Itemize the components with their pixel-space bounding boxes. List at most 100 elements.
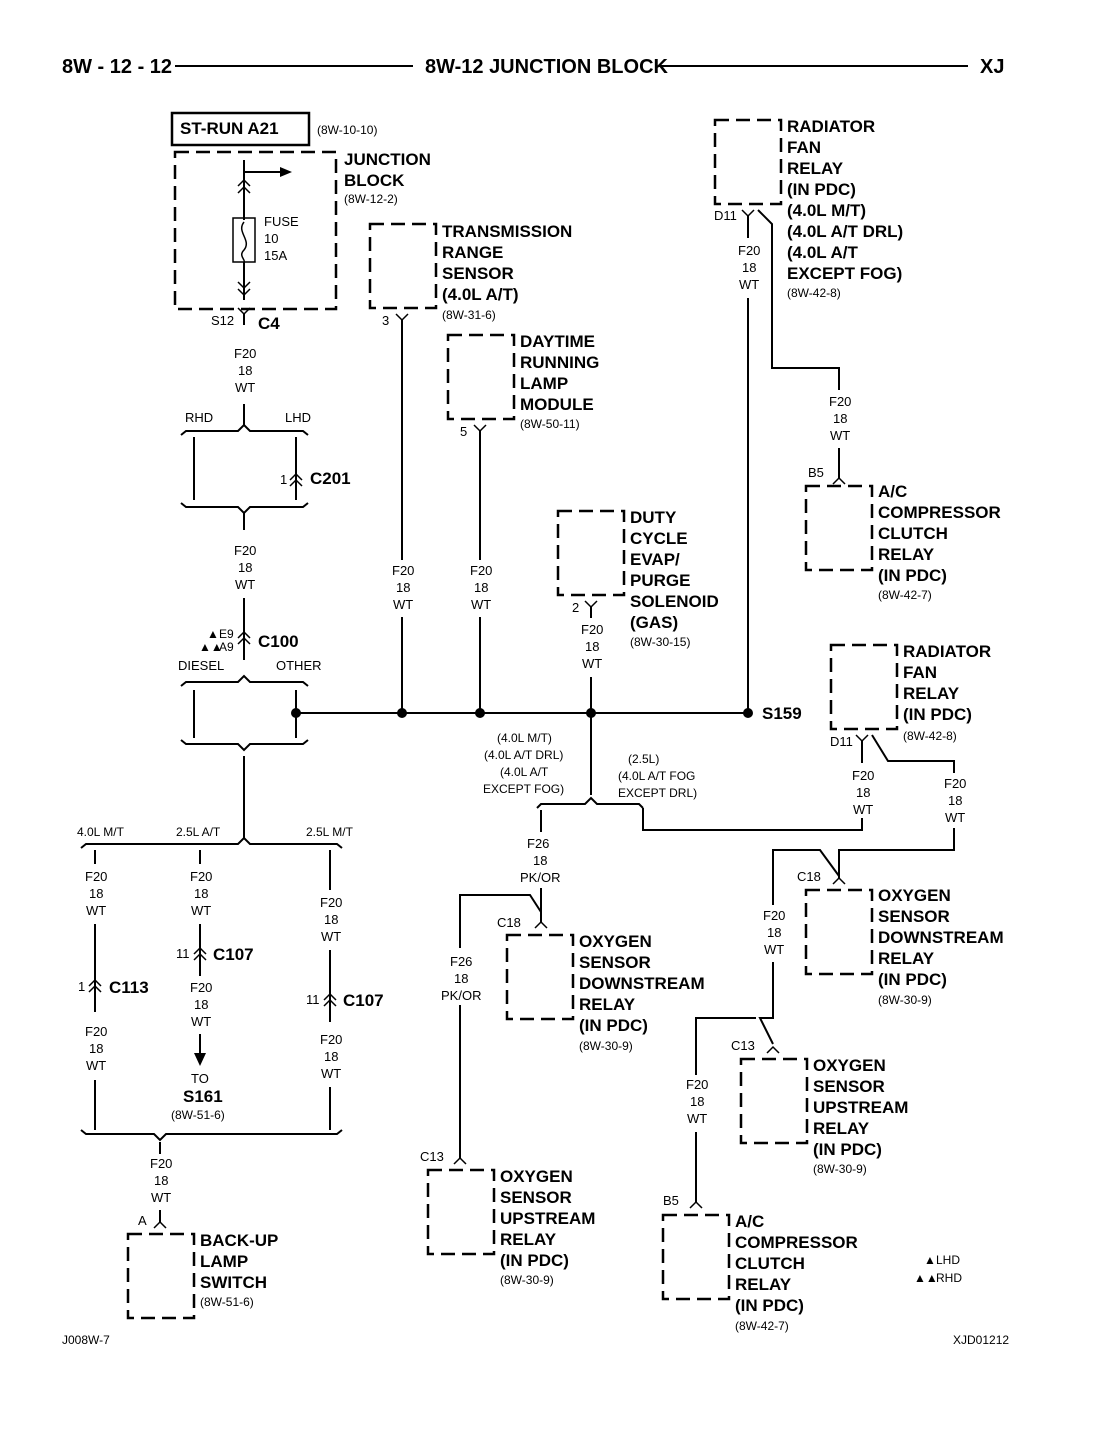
evap-label-5: SOLENOID (630, 592, 719, 611)
o2dn-label-3: DOWNSTREAM (579, 974, 705, 993)
drl-label-4: MODULE (520, 395, 594, 414)
backup-ref: (8W-51-6) (200, 1295, 254, 1309)
s159-label: S159 (762, 704, 802, 723)
wire-gauge: 18 (89, 886, 103, 901)
ac2-label-5: (IN PDC) (735, 1296, 804, 1315)
splice-dot (291, 708, 301, 718)
page-title: 8W-12 JUNCTION BLOCK (425, 56, 669, 78)
figure-number: J008W-7 (62, 1333, 110, 1347)
splice-brace-bottom (180, 739, 309, 752)
engine-label-c: 2.5L M/T (306, 825, 354, 839)
fuse-number: 10 (264, 231, 278, 246)
o2dn-right-ref: (8W-30-9) (878, 993, 932, 1007)
c100-a9: A9 (219, 640, 234, 654)
ac1-pin: B5 (808, 465, 824, 480)
drl-label-3: LAMP (520, 374, 568, 393)
o2dn-right-label-5: (IN PDC) (878, 970, 947, 989)
drl-pin: 5 (460, 424, 467, 439)
evap-ref: (8W-30-15) (630, 635, 690, 649)
wire-code: F20 (190, 869, 212, 884)
wire-gauge: 18 (194, 997, 208, 1012)
vehicle-code: XJ (980, 56, 1004, 78)
drl-label-2: RUNNING (520, 353, 599, 372)
wire-gauge: 18 (474, 580, 488, 595)
wire-code: F20 (85, 1024, 107, 1039)
wire-gauge: 18 (324, 1049, 338, 1064)
c113-connector: C113 (109, 978, 149, 997)
rad1-box (713, 118, 783, 206)
backup-label-3: SWITCH (200, 1273, 267, 1292)
splice-brace-top (180, 423, 309, 436)
o2dn-right-label-3: DOWNSTREAM (878, 928, 1004, 947)
c113-pin: 1 (78, 979, 85, 994)
engine-label-a: 4.0L M/T (77, 825, 125, 839)
s161-name: S161 (183, 1087, 223, 1106)
o2up-label-2: SENSOR (500, 1188, 572, 1207)
wire-code: F20 (829, 394, 851, 409)
ac1-label-4: RELAY (878, 545, 935, 564)
wire-code: F20 (581, 622, 603, 637)
junction-block-label-1: JUNCTION (344, 150, 431, 169)
branch1-label-1: (4.0L M/T) (497, 731, 552, 745)
c100-connector: C100 (258, 632, 299, 651)
branch-brace (536, 796, 644, 809)
rad2-pin: D11 (830, 734, 853, 749)
c100-connector-symbol (237, 630, 251, 645)
o2dn-right-to-o2up-wire (772, 849, 840, 905)
rad1-to-ac1-wire (757, 209, 840, 390)
legend-lhd-marker: ▲ (924, 1253, 936, 1267)
rad1-connector-symbol (741, 209, 755, 218)
wire-code: F20 (852, 768, 874, 783)
branch2-label-3: EXCEPT DRL) (618, 786, 697, 800)
engine-brace-bottom (80, 1129, 343, 1142)
backup-connector-symbol (153, 1220, 167, 1229)
ac2-label-2: COMPRESSOR (735, 1233, 858, 1252)
c201-connector: C201 (310, 469, 351, 488)
ac2-ref: (8W-42-7) (735, 1319, 789, 1333)
wire-gauge: 18 (742, 260, 756, 275)
wire-gauge: 18 (833, 411, 847, 426)
o2dn-label-5: (IN PDC) (579, 1016, 648, 1035)
o2dn-ref: (8W-30-9) (579, 1039, 633, 1053)
c201-pin: 1 (280, 472, 287, 487)
evap-label-6: (GAS) (630, 613, 678, 632)
o2dn-box (505, 933, 575, 1021)
c201-connector-symbol (289, 472, 303, 487)
wire-color: WT (151, 1190, 171, 1205)
fuse-rating: 15A (264, 248, 287, 263)
o2dn-right-label-4: RELAY (878, 949, 935, 968)
rad2-label-4: (IN PDC) (903, 705, 972, 724)
trs-label-2: RANGE (442, 243, 503, 262)
o2up-right-to-ac2-wire (695, 1017, 756, 1075)
c100-e9: E9 (219, 627, 234, 641)
c107-pin: 11 (176, 946, 190, 961)
wire-color: WT (945, 810, 965, 825)
o2up-right-label-1: OXYGEN (813, 1056, 886, 1075)
o2dn-right-feed-wire (838, 828, 955, 878)
st-run-label: ST-RUN A21 (180, 119, 279, 138)
ac1-box (804, 484, 874, 572)
evap-box (556, 509, 626, 597)
wire-gauge: 18 (396, 580, 410, 595)
ac1-label-3: CLUTCH (878, 524, 948, 543)
wire-color: WT (191, 903, 211, 918)
engine-label-b: 2.5L A/T (176, 825, 221, 839)
wire-gauge: 18 (324, 912, 338, 927)
evap-label-3: EVAP/ (630, 550, 680, 569)
engine-brace-top (80, 836, 343, 849)
wire-color: WT (764, 942, 784, 957)
o2dn-label-2: SENSOR (579, 953, 651, 972)
wire-color: WT (830, 428, 850, 443)
o2dn-right-label-1: OXYGEN (878, 886, 951, 905)
junction-block-box (173, 150, 338, 311)
o2dn-right-pin: C18 (797, 869, 821, 884)
o2dn-right-connector-symbol (832, 876, 846, 885)
wire-code: F20 (763, 908, 785, 923)
o2up-right-ref: (8W-30-9) (813, 1162, 867, 1176)
st-run-box (170, 111, 311, 147)
trs-label-1: TRANSMISSION (442, 222, 572, 241)
o2up-label-4: RELAY (500, 1230, 557, 1249)
backup-label-1: BACK-UP (200, 1231, 278, 1250)
c107-pin: 11 (306, 992, 320, 1007)
